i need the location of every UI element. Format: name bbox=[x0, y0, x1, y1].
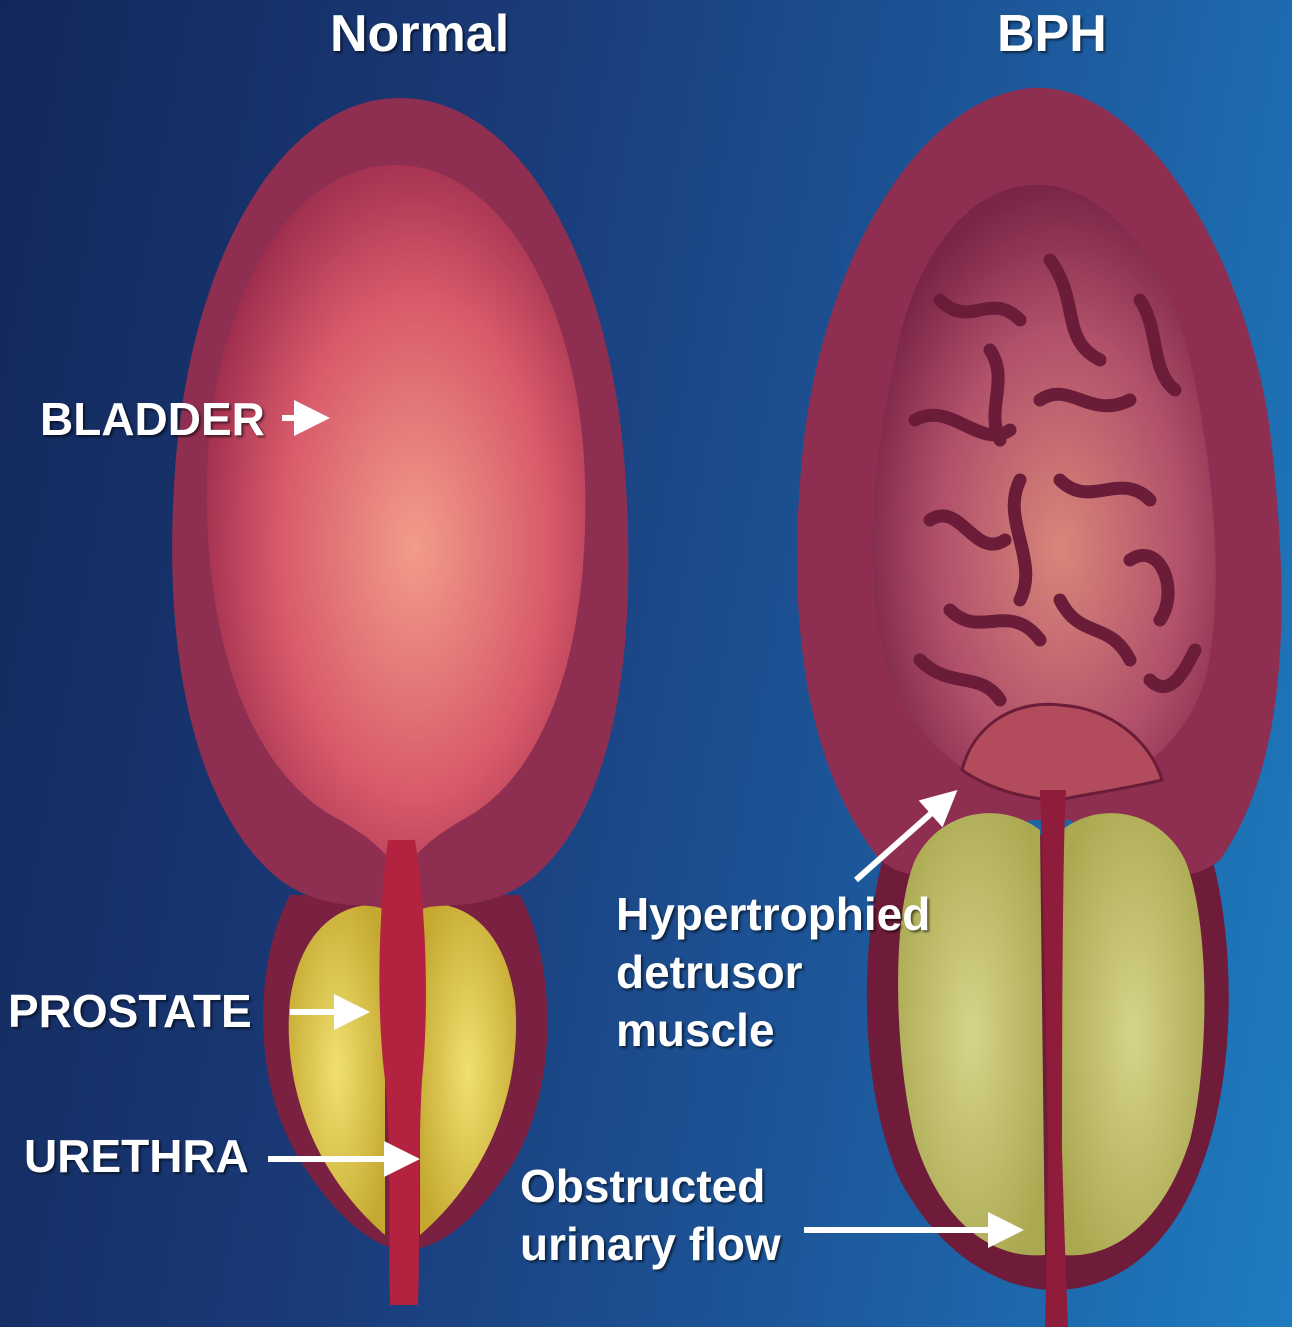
label-urethra: URETHRA bbox=[24, 1133, 249, 1179]
label-hypertrophied-detrusor-muscle: Hypertrophied detrusor muscle bbox=[616, 885, 930, 1059]
label-bladder: BLADDER bbox=[40, 396, 265, 442]
bph-anatomy bbox=[797, 88, 1281, 1327]
title-normal: Normal bbox=[330, 8, 509, 60]
label-obstructed-urinary-flow: Obstructed urinary flow bbox=[520, 1157, 781, 1273]
label-prostate: PROSTATE bbox=[8, 988, 252, 1034]
title-bph: BPH bbox=[997, 8, 1107, 60]
normal-anatomy bbox=[172, 98, 628, 1305]
